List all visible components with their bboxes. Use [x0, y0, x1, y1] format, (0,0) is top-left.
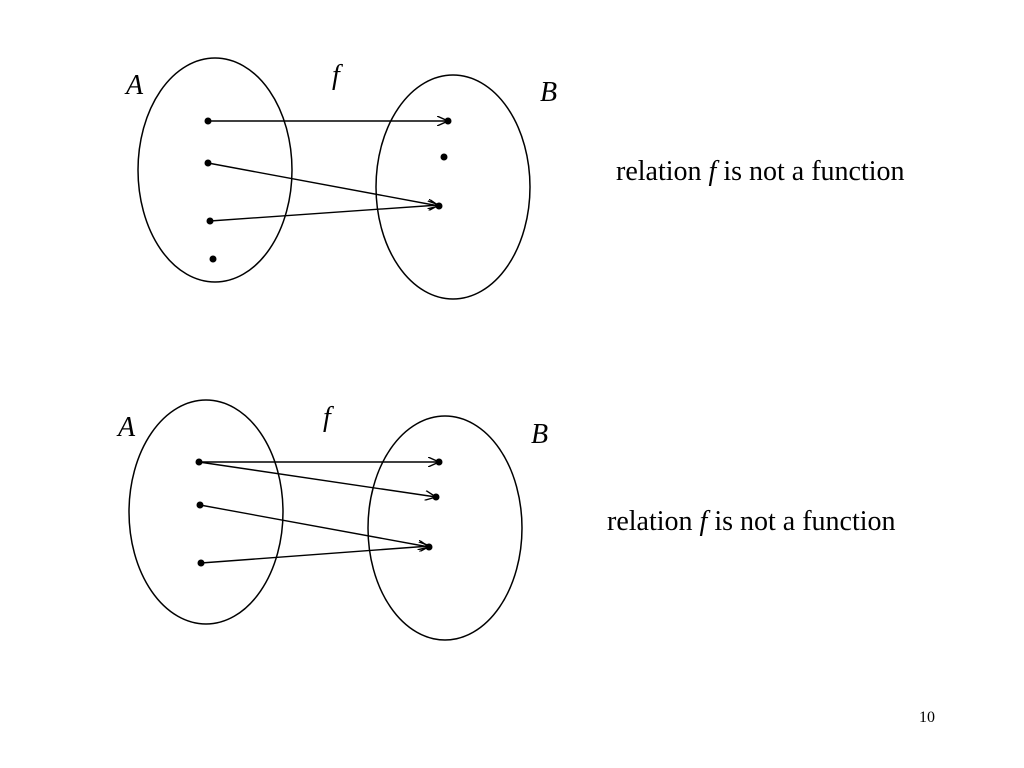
page-number: 10 — [919, 709, 935, 726]
codomain-element-dot — [425, 543, 433, 551]
codomain-element-dot — [432, 493, 440, 501]
relation-label: f — [323, 402, 334, 433]
set-b-label: B — [540, 77, 557, 108]
set-a-label: A — [116, 412, 136, 443]
set-a-ellipse — [128, 399, 284, 625]
mapping-arrow — [199, 504, 429, 547]
caption-prefix: relation — [607, 506, 700, 537]
domain-element-dot — [204, 117, 212, 125]
codomain-element-dot — [435, 458, 443, 466]
set-a-label: A — [124, 70, 144, 101]
set-b-label: B — [531, 419, 548, 450]
caption-prefix: relation — [616, 156, 709, 187]
relation-caption: relation f is not a function — [607, 508, 896, 536]
mapping-arrow — [207, 162, 439, 206]
codomain-element-dot — [440, 153, 448, 161]
domain-element-dot — [196, 501, 204, 509]
mapping-arrow — [198, 461, 436, 497]
domain-element-dot — [209, 255, 217, 263]
set-a-ellipse — [137, 57, 293, 283]
mapping-arrow — [209, 205, 439, 222]
set-b-ellipse — [375, 74, 531, 300]
relation-label: f — [332, 60, 343, 91]
caption-function-name: f — [708, 156, 717, 187]
domain-element-dot — [197, 559, 205, 567]
codomain-element-dot — [444, 117, 452, 125]
relation-caption: relation f is not a function — [616, 158, 905, 186]
set-b-ellipse — [367, 415, 523, 641]
diagram-1: A B f — [124, 57, 557, 300]
caption-function-name: f — [699, 506, 708, 537]
mapping-arrow — [200, 546, 430, 564]
caption-suffix: is not a function — [716, 156, 905, 187]
domain-element-dot — [195, 458, 203, 466]
codomain-element-dot — [435, 202, 443, 210]
caption-suffix: is not a function — [707, 506, 896, 537]
domain-element-dot — [206, 217, 214, 225]
diagram-2: A B f — [116, 399, 548, 641]
domain-element-dot — [204, 159, 212, 167]
